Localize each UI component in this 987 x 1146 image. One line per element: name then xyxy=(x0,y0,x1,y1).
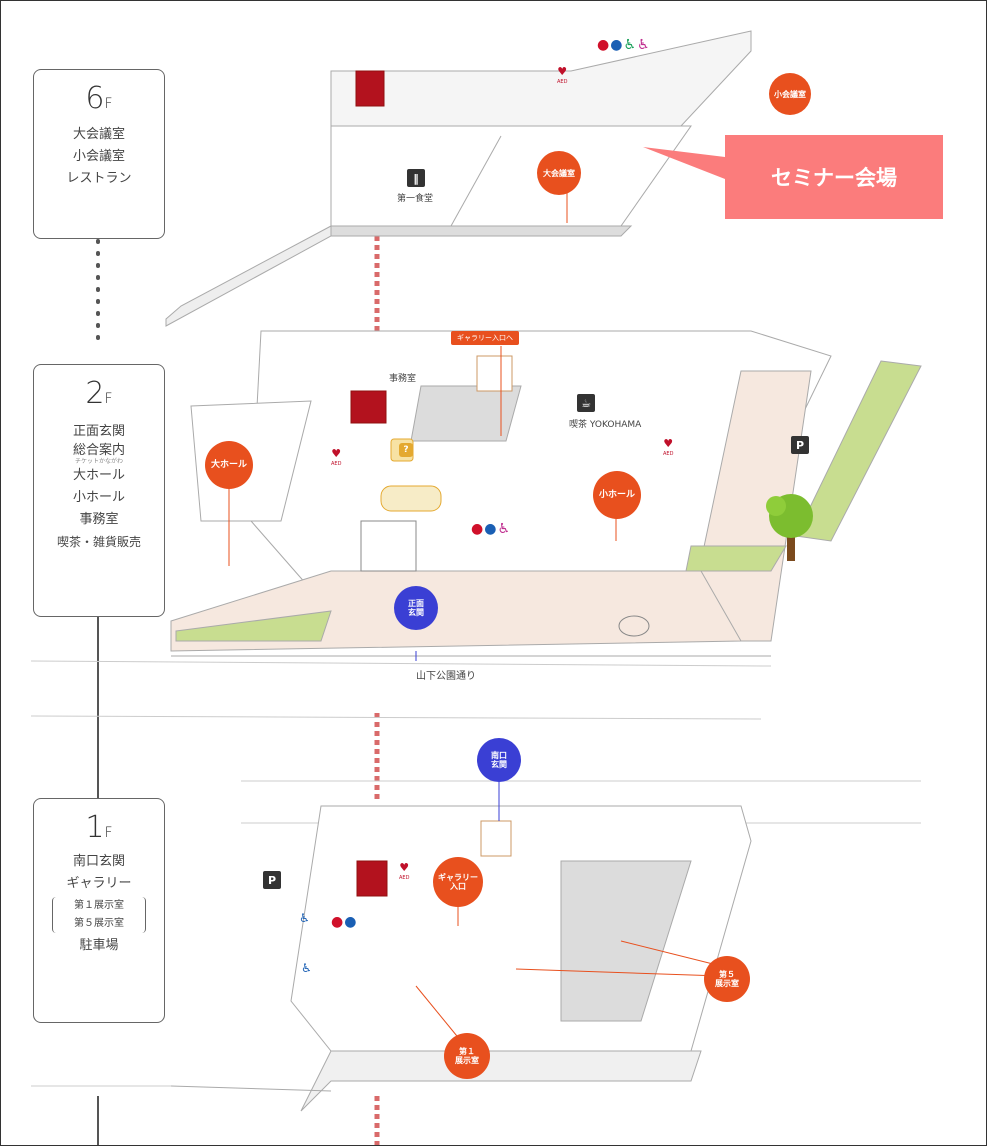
floor-6-plan xyxy=(165,30,752,327)
leader-line xyxy=(415,985,462,1042)
floor-2-box: 2F 正面玄関 総合案内 チケットかながわ 大ホール 小ホール 事務室 喫茶・雑… xyxy=(33,364,165,617)
main-entrance-pin[interactable]: 正面 玄関 xyxy=(394,586,438,630)
exhibition-room-1-pin[interactable]: 第１ 展示室 xyxy=(444,1033,490,1079)
office-label: 事務室 xyxy=(389,374,417,384)
small-hall-pin[interactable]: 小ホール xyxy=(593,471,641,519)
leader-line xyxy=(620,940,722,967)
restroom-icon: ●●♿♿ xyxy=(597,37,651,53)
small-meeting-room-pin[interactable]: 小会議室 xyxy=(769,73,811,115)
floor-2-item: 喫茶・雑貨販売 xyxy=(56,535,141,549)
floor-1-item: 第５展示室 xyxy=(74,918,124,929)
floor-2-subnote: チケットかながわ xyxy=(74,458,123,465)
seminar-venue-callout: セミナー会場 xyxy=(725,135,943,219)
leader-line xyxy=(515,968,722,977)
floor-2-item: 正面玄関 xyxy=(72,424,125,439)
floor-1-plan xyxy=(31,780,921,1112)
gallery-entrance-pin[interactable]: ギャラリー 入口 xyxy=(433,857,483,907)
information-icon: ? xyxy=(399,443,413,457)
floor-1-number: 1F xyxy=(85,810,113,845)
floor-1-item: ギャラリー xyxy=(66,876,132,891)
callout-pointer xyxy=(643,147,725,179)
floor-2-plan xyxy=(30,330,922,720)
floor-6-box: 6F 大会議室 小会議室 レストラン xyxy=(33,69,165,239)
floor-1-box: 1F 南口玄関 ギャラリー 第１展示室 第５展示室 駐車場 xyxy=(33,798,165,1023)
aed-icon: ♥AED xyxy=(331,447,342,467)
aed-icon: ♥AED xyxy=(399,861,410,881)
accessible-parking-icon: ♿ xyxy=(301,961,313,975)
floor-1-item: 第１展示室 xyxy=(74,900,124,911)
restroom-icon: ●●♿ xyxy=(471,521,511,537)
aed-icon: ♥AED xyxy=(557,65,568,85)
restaurant-label: 第一食堂 xyxy=(397,194,434,204)
floor-2-number: 2F xyxy=(85,376,113,411)
floor-1-item: 南口玄関 xyxy=(72,854,125,869)
floor-2-item: 小ホール xyxy=(72,490,125,505)
gallery-entrance-sign: ギャラリー入口へ xyxy=(451,331,519,345)
parking-icon: P xyxy=(791,436,809,454)
accessible-parking-icon: ♿ xyxy=(299,911,311,925)
aed-icon: ♥AED xyxy=(663,437,674,457)
shop-label: 喫茶 YOKOHAMA xyxy=(569,420,642,430)
floor-6-item: 大会議室 xyxy=(72,127,125,142)
floor-2-item: 事務室 xyxy=(79,512,119,527)
street-label: 山下公園通り xyxy=(416,671,476,682)
south-entrance-pin[interactable]: 南口 玄関 xyxy=(477,738,521,782)
floor-6-number: 6F xyxy=(85,81,113,116)
large-hall-pin[interactable]: 大ホール xyxy=(205,441,253,489)
restroom-icon: ●● xyxy=(331,914,358,930)
tree-icon xyxy=(766,494,813,561)
floor-6-item: レストラン xyxy=(66,171,132,186)
exhibition-room-5-pin[interactable]: 第５ 展示室 xyxy=(704,956,750,1002)
floor-2-item: 大ホール xyxy=(72,468,125,483)
cafe-icon: ☕ xyxy=(577,394,595,412)
floor-6-item: 小会議室 xyxy=(72,149,125,164)
parking-icon: P xyxy=(263,871,281,889)
restaurant-icon: ‖ xyxy=(407,169,425,187)
floor-2-item: 総合案内 xyxy=(72,443,125,458)
large-meeting-room-pin[interactable]: 大会議室 xyxy=(537,151,581,195)
floor-1-item: 駐車場 xyxy=(79,938,119,953)
floor-1-bracket: 第１展示室 第５展示室 xyxy=(52,897,146,933)
